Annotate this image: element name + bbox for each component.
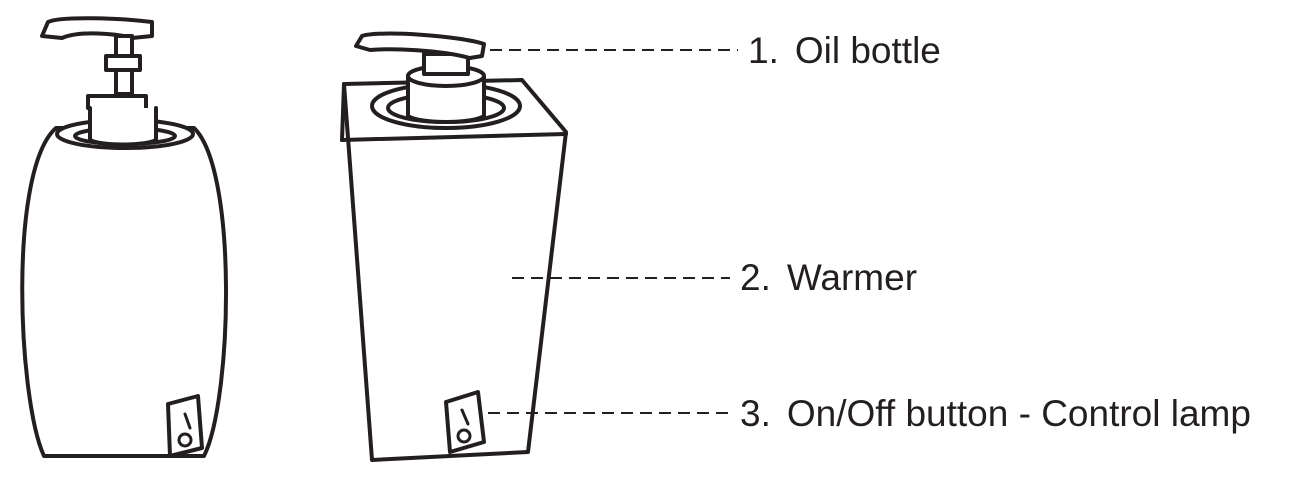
left-pump-nozzle [40, 16, 154, 40]
label-number: 2. [740, 257, 771, 298]
warmer-left-edge [340, 82, 346, 142]
oil-bottle-nozzle [354, 31, 486, 60]
left-switch [166, 394, 204, 458]
label-number: 1. [748, 30, 779, 71]
warmer-switch-mark [460, 408, 470, 426]
square-warmer-unit [340, 31, 568, 462]
label-text: On/Off button - Control lamp [786, 393, 1251, 434]
label-text: Warmer [786, 257, 918, 298]
warmer-top-edge [340, 132, 568, 142]
left-pump-collar [104, 54, 142, 72]
leader-lines [488, 49, 738, 414]
warmer-switch-indicator [456, 428, 472, 444]
barrel-warmer-unit [20, 16, 229, 458]
left-switch-indicator [177, 432, 193, 448]
left-barrel-body [20, 126, 229, 458]
label-text: Oil bottle [794, 30, 941, 71]
left-bottle-neck [88, 106, 158, 147]
label-on-off-button: 3. On/Off button - Control lamp [740, 394, 1251, 434]
label-warmer: 2. Warmer [740, 258, 917, 298]
left-switch-mark [183, 412, 192, 430]
label-number: 3. [740, 393, 771, 434]
label-oil-bottle: 1. Oil bottle [748, 31, 941, 71]
warmer-switch [444, 390, 486, 454]
oil-bottle-cap [406, 74, 486, 124]
warmer-body [342, 78, 568, 462]
left-bottle-cap [86, 94, 148, 110]
